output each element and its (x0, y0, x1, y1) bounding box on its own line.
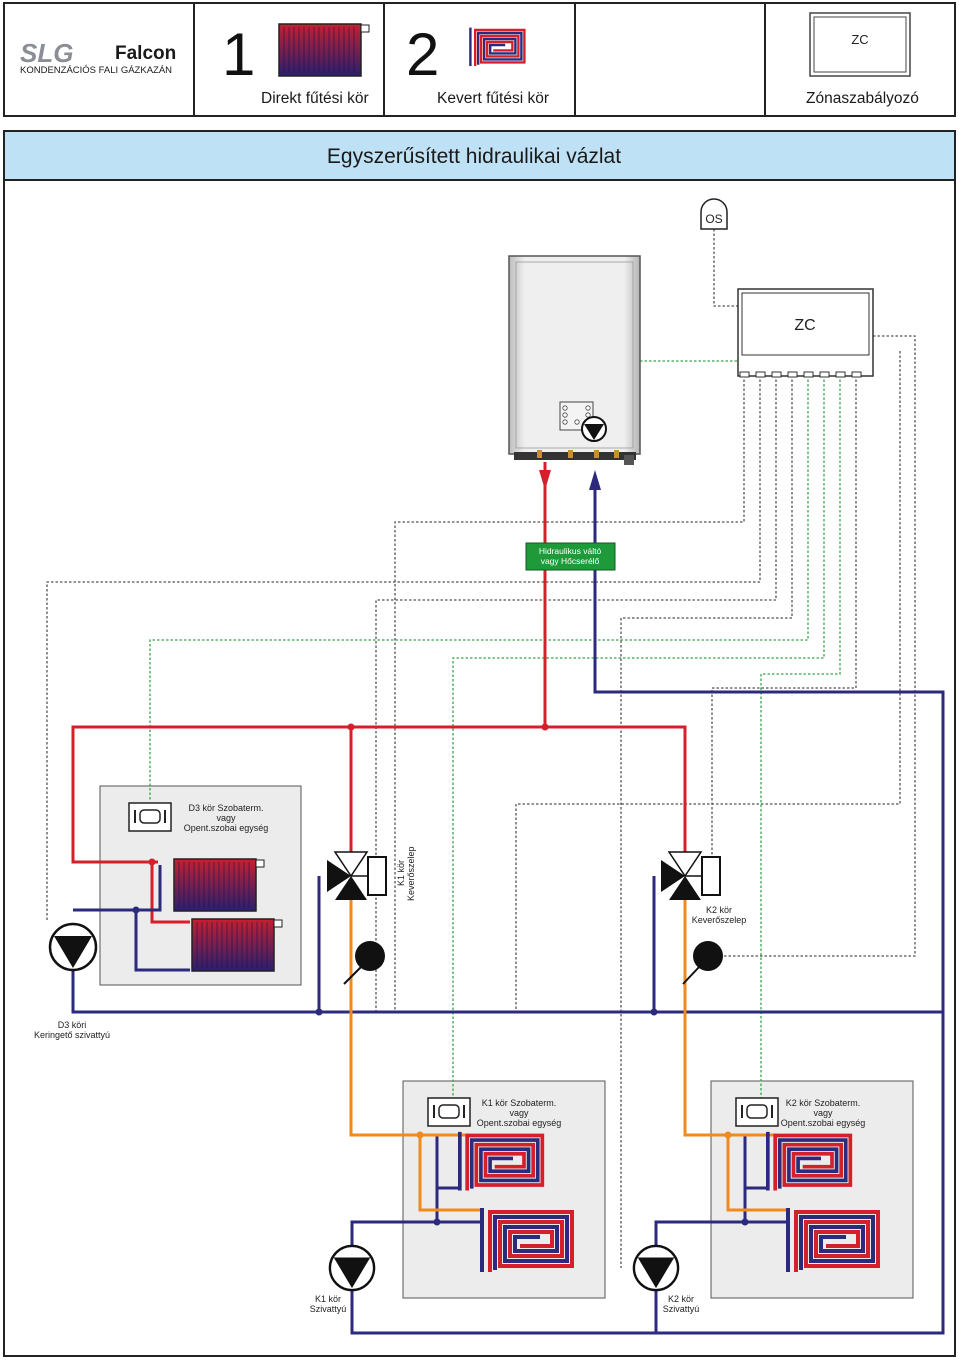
k2-room-unit-wire (760, 375, 841, 1102)
outdoor-sensor-wire (713, 229, 738, 307)
supply-arrow (539, 470, 551, 490)
k1-room-unit-line-3: Opent.szobai egység (477, 1118, 562, 1128)
k1-room-unit-wire (452, 375, 825, 1102)
d3-room-unit-line-3: Opent.szobai egység (184, 823, 269, 833)
k1-room-unit-label: K1 kör Szobaterm. vagy Opent.szobai egys… (477, 1098, 562, 1128)
k2-valve-label: K2 kör Keverőszelep (692, 905, 747, 925)
d3-room-unit-label: D3 kör Szobaterm. vagy Opent.szobai egys… (184, 803, 269, 833)
zone-controller-label-main: ZC (794, 317, 815, 334)
k2-thermostat-icon (735, 1097, 779, 1127)
circuit-1-number: 1 (222, 21, 255, 88)
return-arrow (589, 470, 601, 490)
circuit-2-number: 2 (406, 21, 439, 88)
separator-label-2: vagy Hőcserélő (541, 556, 600, 566)
brand-prefix: SLG (20, 38, 73, 68)
boiler (508, 255, 641, 490)
k1-valve-line-1: K1 kör (396, 860, 406, 886)
outdoor-sensor-label: OS (705, 212, 722, 226)
separator-label-1: Hidraulikus váltó (539, 546, 602, 556)
d3-thermostat-icon (128, 802, 172, 832)
k2-pump-line-1: K2 kör (668, 1294, 694, 1304)
k1-pump-icon (328, 1244, 376, 1292)
k2-pump-icon (632, 1244, 680, 1292)
d3-radiator-2-icon (191, 918, 283, 972)
radiator-icon (278, 23, 370, 77)
mixed-circuit-label: Kevert fűtési kör (437, 90, 549, 107)
k2-room-unit-line-3: Opent.szobai egység (781, 1118, 866, 1128)
d3-pump-icon (48, 922, 98, 972)
k2-pump-label: K2 kör Szivattyú (663, 1294, 700, 1314)
d3-pump-wire-2 (46, 375, 761, 922)
control-wiring (46, 229, 916, 1268)
k2-temperature-sensor (682, 941, 723, 985)
d3-room-unit-wire (149, 375, 809, 800)
brand-name: Falcon (115, 43, 176, 64)
k2-mixing-valve (661, 851, 721, 900)
diagram-frame (3, 179, 956, 1357)
k1-pump-label: K1 kör Szivattyú (310, 1294, 347, 1314)
k1-valve-label: K1 kör Keverőszelep (396, 846, 416, 901)
d3-pump-wire (394, 375, 745, 1012)
d3-pump-line-2: Keringető szivattyú (34, 1030, 110, 1040)
k1-room-unit-line-1: K1 kör Szobaterm. (482, 1098, 557, 1108)
boiler-pump-icon (581, 416, 607, 442)
k2-pump-line-2: Szivattyú (663, 1304, 700, 1314)
k1-room-unit-line-2: vagy (509, 1108, 529, 1118)
k2-room-unit-label: K2 kör Szobaterm. vagy Opent.szobai egys… (781, 1098, 866, 1128)
brand-tagline: KONDENZÁCIÓS FALI GÁZKAZÁN (20, 65, 172, 76)
k2-valve-wire (711, 375, 857, 860)
k2-valve-line-1: K2 kör (706, 905, 732, 915)
d3-pump-line-1: D3 köri (58, 1020, 87, 1030)
d3-room-unit-line-1: D3 kör Szobaterm. (188, 803, 263, 813)
k1-valve-line-2: Keverőszelep (406, 846, 416, 901)
k2-room-unit-line-2: vagy (813, 1108, 833, 1118)
zone-controller-label: Zónaszabályozó (806, 90, 919, 107)
k1-thermostat-icon (427, 1097, 471, 1127)
zc-icon-label: ZC (851, 32, 868, 47)
junction-dots (132, 906, 749, 1226)
brand-logo: SLG Falcon KONDENZÁCIÓS FALI GÁZKAZÁN (20, 38, 176, 76)
k1-mixing-valve (327, 851, 387, 900)
header: SLG Falcon KONDENZÁCIÓS FALI GÁZKAZÁN 1 … (3, 2, 956, 117)
k2-sensor-wire (696, 335, 916, 957)
k1-valve-wire (515, 351, 901, 1012)
k1-pump-line-1: K1 kör (315, 1294, 341, 1304)
d3-pump-label: D3 köri Keringető szivattyú (34, 1020, 110, 1040)
wire-3 (375, 375, 777, 1012)
page-title: Egyszerűsített hidraulikai vázlat (327, 145, 621, 168)
k1-pump-line-2: Szivattyú (310, 1304, 347, 1314)
k2-room-unit-line-1: K2 kör Szobaterm. (786, 1098, 861, 1108)
k2-pump-wire (620, 375, 793, 1268)
zone-controller: ZC (737, 288, 874, 378)
outdoor-sensor: OS (700, 198, 728, 230)
d3-room-unit-line-2: vagy (216, 813, 236, 823)
hydraulic-separator: Hidraulikus váltó vagy Hőcserélő (525, 542, 616, 571)
direct-circuit-label: Direkt fűtési kör (261, 90, 369, 107)
k1-temperature-sensor (343, 941, 385, 985)
d3-radiator-1-icon (173, 858, 265, 912)
title-bar: Egyszerűsített hidraulikai vázlat (3, 130, 956, 181)
k2-valve-line-2: Keverőszelep (692, 915, 747, 925)
zone-controller-icon: ZC (809, 12, 911, 77)
